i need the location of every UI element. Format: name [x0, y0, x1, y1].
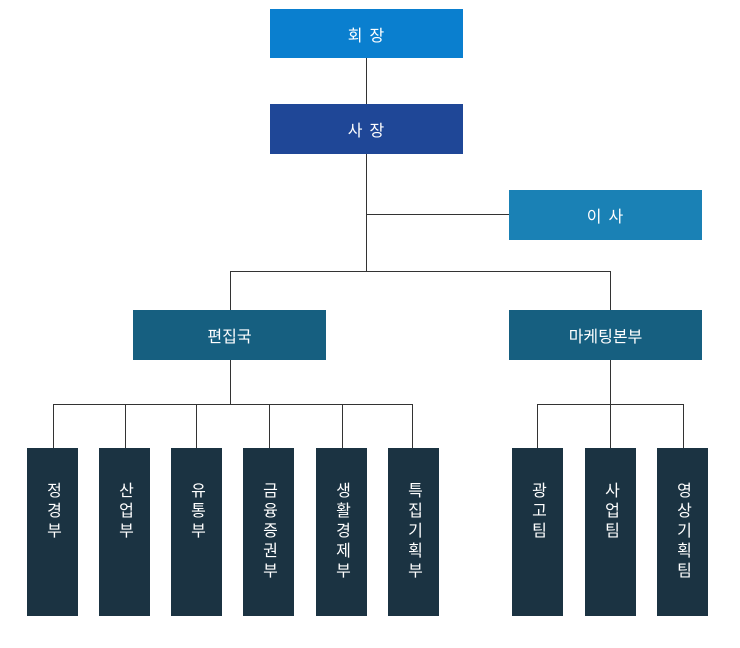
editorial-division-label: 편집국	[207, 327, 252, 346]
director-box: 이 사	[509, 190, 702, 240]
dept-label: 정경부	[43, 482, 63, 542]
chairman-box: 회 장	[270, 9, 463, 58]
dept-label: 생활경제부	[332, 482, 352, 582]
team-label: 사업팀	[601, 482, 621, 542]
editorial-division-box: 편집국	[133, 310, 326, 360]
team-box-business: 사업팀	[585, 448, 636, 616]
dept-box-industry: 산업부	[99, 448, 150, 616]
marketing-division-label: 마케팅본부	[568, 327, 643, 346]
dept-box-distribution: 유통부	[171, 448, 222, 616]
dept-box-politics-economy: 정경부	[27, 448, 78, 616]
team-box-advertising: 광고팀	[512, 448, 563, 616]
dept-label: 금융증권부	[259, 482, 279, 582]
president-label: 사 장	[347, 121, 386, 140]
director-label: 이 사	[586, 207, 625, 226]
team-box-video-planning: 영상기획팀	[657, 448, 708, 616]
dept-box-living-economy: 생활경제부	[316, 448, 367, 616]
dept-label: 특집기획부	[404, 482, 424, 582]
dept-box-finance-securities: 금융증권부	[243, 448, 294, 616]
chairman-label: 회 장	[347, 25, 386, 45]
dept-box-special-planning: 특집기획부	[388, 448, 439, 616]
team-label: 광고팀	[528, 482, 548, 542]
dept-label: 산업부	[115, 482, 135, 542]
president-box: 사 장	[270, 104, 463, 154]
marketing-division-box: 마케팅본부	[509, 310, 702, 360]
dept-label: 유통부	[187, 482, 207, 542]
team-label: 영상기획팀	[673, 482, 693, 582]
